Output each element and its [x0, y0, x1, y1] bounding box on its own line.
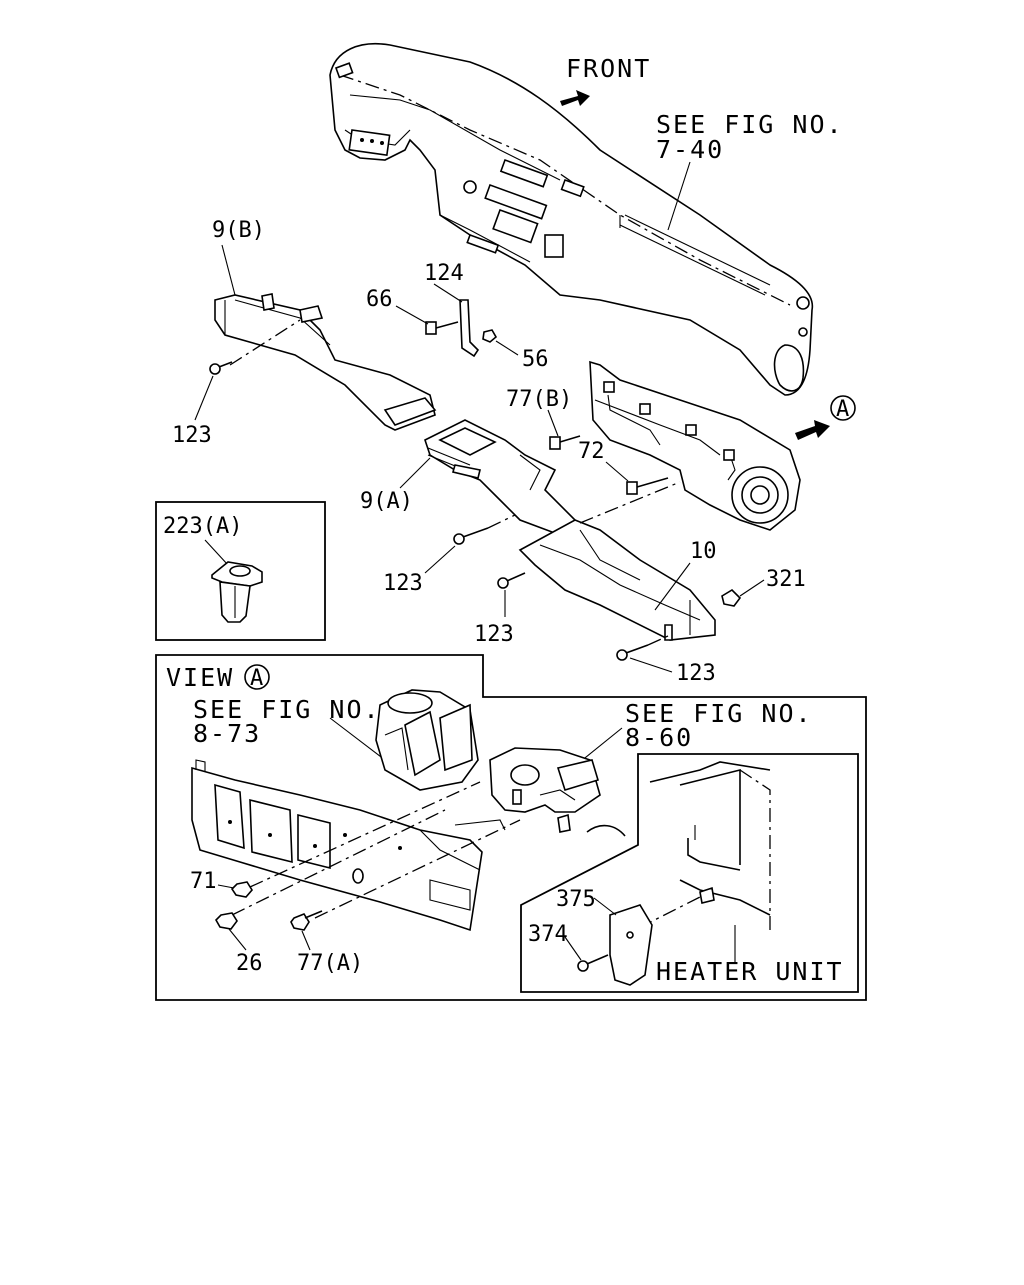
fig-number-label: 7-40 [656, 135, 724, 164]
nut-icon [230, 881, 253, 898]
curved-arrow-icon [586, 824, 626, 837]
nut-icon [482, 329, 498, 343]
leader-line [329, 717, 386, 761]
part-66-label: 66 [366, 287, 393, 312]
part-71-label: 71 [190, 869, 217, 894]
duct-9a [424, 419, 577, 536]
leader-line [231, 809, 446, 916]
part-9b-label: 9(B) [212, 218, 265, 243]
leader-line [547, 409, 559, 437]
leader-line [564, 936, 582, 961]
heater-housing [589, 360, 801, 531]
screw-icon [209, 361, 233, 375]
part-9a-label: 9(A) [360, 489, 413, 514]
leader-line [593, 897, 617, 916]
leader-line [739, 579, 765, 597]
leader-line [667, 161, 691, 231]
fig-number-label: 8-73 [193, 719, 261, 748]
blower-unit [375, 689, 479, 791]
leader-line [314, 819, 521, 919]
part-123-label: 123 [676, 661, 716, 686]
part-223a-label: 223(A) [163, 514, 242, 539]
heater-inset-frame [520, 753, 859, 993]
part-77a-label: 77(A) [297, 951, 363, 976]
part-123-label: 123 [383, 571, 423, 596]
part-321-label: 321 [766, 567, 806, 592]
view-a-frame [155, 654, 867, 1001]
bolt-icon [626, 477, 669, 495]
see-fig-label: SEE FIG NO. [625, 699, 813, 728]
leader-line [487, 514, 516, 529]
fig-number-label: 8-60 [625, 723, 693, 752]
leader-line [654, 562, 691, 611]
dash-panel-view-a [191, 759, 506, 932]
grommet-icon [211, 561, 263, 623]
bolt-icon [425, 321, 459, 335]
leader-line [221, 244, 236, 296]
nut-icon [215, 912, 238, 930]
leader-line [579, 481, 681, 524]
view-letter-label: A [250, 666, 263, 691]
leader-line [495, 340, 519, 356]
duct-10 [518, 519, 716, 641]
leader-line [647, 635, 669, 646]
part-10-label: 10 [690, 539, 717, 564]
view-label: VIEW [166, 663, 234, 692]
see-fig-label: SEE FIG NO. [193, 695, 381, 724]
view-marker-label: A [836, 397, 849, 422]
heater-core-unit [489, 747, 601, 833]
leader-line [204, 539, 229, 566]
part-26-label: 26 [236, 951, 263, 976]
bolt-icon [290, 910, 323, 931]
screw-icon [453, 527, 489, 545]
screw-icon [577, 954, 609, 972]
part-56-label: 56 [522, 347, 549, 372]
leader-line [424, 545, 456, 574]
leader-line [395, 305, 429, 325]
front-label: FRONT [566, 54, 651, 83]
part-124-label: 124 [424, 261, 464, 286]
view-marker-circle [830, 395, 856, 421]
part-72-label: 72 [578, 439, 605, 464]
screw-icon [616, 644, 649, 661]
see-fig-label: SEE FIG NO. [656, 110, 844, 139]
duct-9b [214, 293, 437, 431]
view-arrow-icon [795, 420, 830, 440]
bracket-124 [459, 299, 480, 358]
leader-line [399, 457, 431, 489]
bolt-icon [549, 435, 581, 450]
leader-line [301, 930, 311, 951]
leader-line [217, 884, 235, 889]
part-123-label: 123 [474, 622, 514, 647]
heater-unit-detail [614, 761, 771, 941]
clip-icon [721, 588, 742, 607]
leader-line [194, 375, 214, 421]
leader-line [433, 283, 463, 303]
bracket-375 [609, 904, 653, 986]
front-arrow-icon [560, 90, 590, 106]
inset-frame [155, 501, 326, 641]
leader-line [629, 657, 673, 673]
part-375-label: 375 [556, 887, 596, 912]
instrument-panel [329, 43, 814, 396]
view-letter-circle [244, 664, 270, 690]
leader-line [249, 781, 481, 888]
heater-unit-label: HEATER UNIT [656, 957, 844, 986]
part-77b-label: 77(B) [506, 387, 572, 412]
screw-icon [497, 572, 526, 589]
leader-line [228, 928, 247, 951]
leader-line [605, 461, 629, 482]
part-123-label: 123 [172, 423, 212, 448]
part-374-label: 374 [528, 922, 568, 947]
